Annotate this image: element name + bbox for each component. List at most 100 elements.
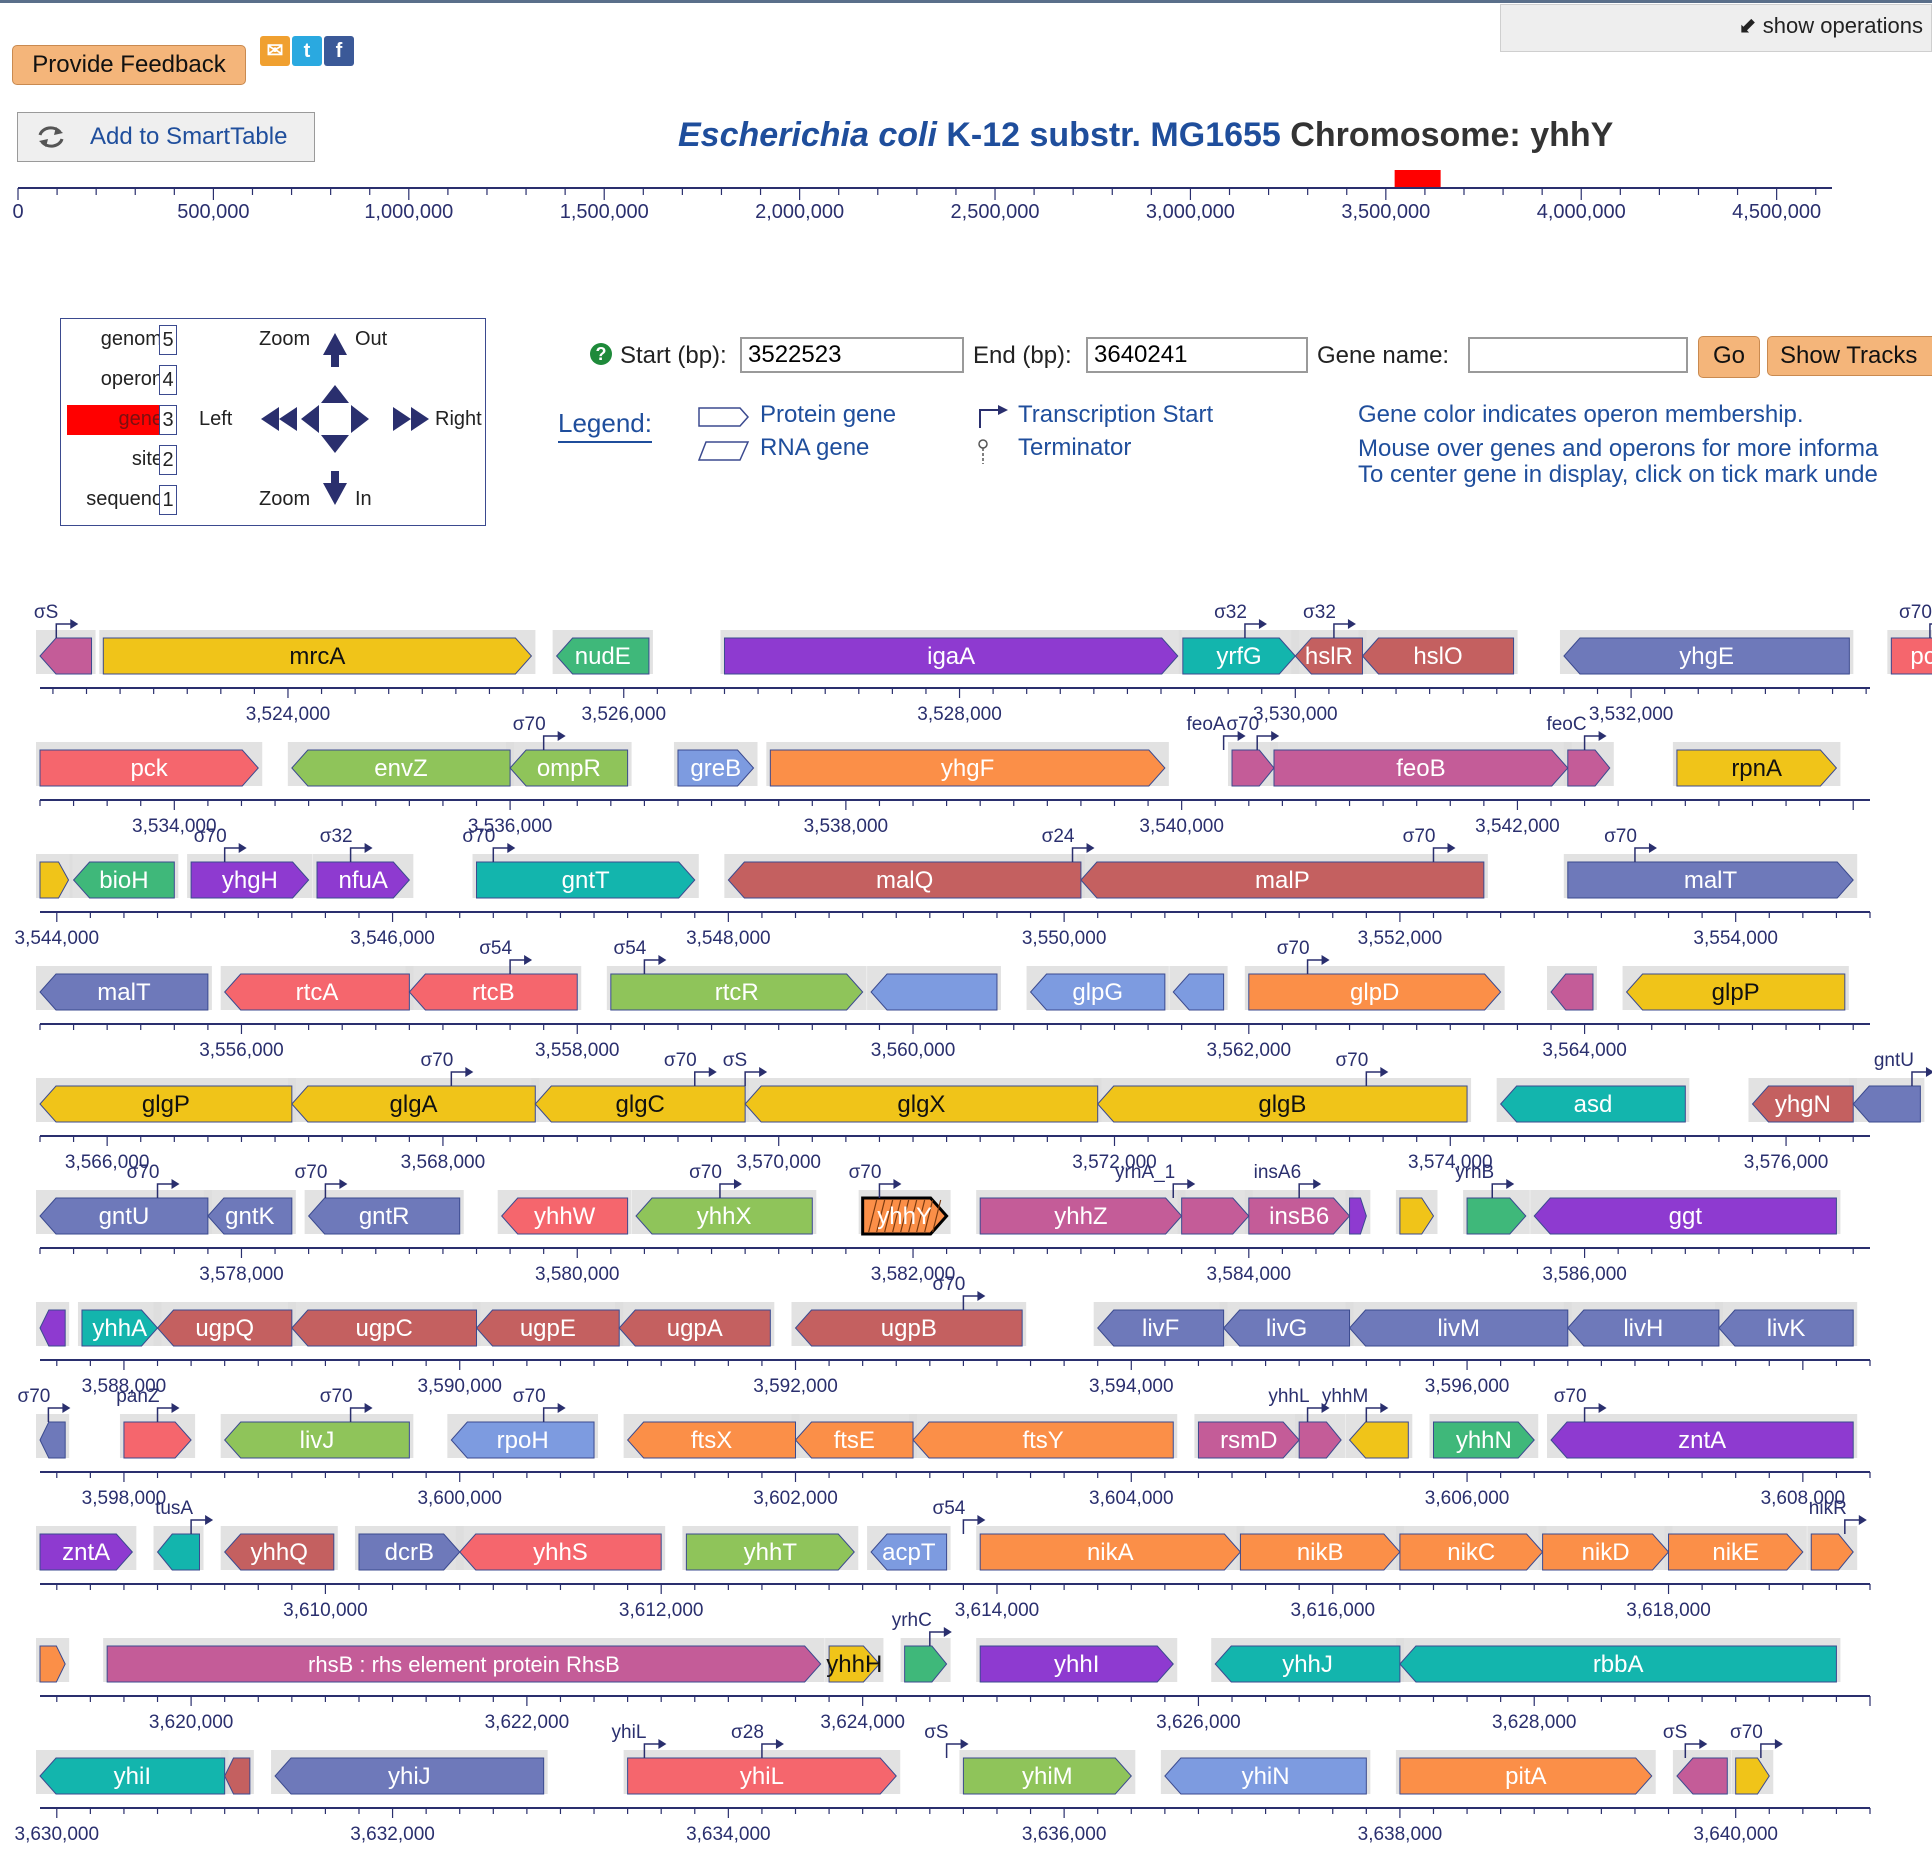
gene-nfuA[interactable]: [316, 861, 411, 899]
gene-unlabeled[interactable]: [1550, 973, 1594, 1011]
gene-malT[interactable]: [1567, 861, 1854, 899]
gene-hslR[interactable]: [1294, 637, 1363, 675]
gene-unlabeled[interactable]: [1348, 1421, 1409, 1459]
gene-bioH[interactable]: [72, 861, 175, 899]
gene-yhhJ[interactable]: [1214, 1645, 1401, 1683]
gene-malQ[interactable]: [727, 861, 1082, 899]
gene-dcrB[interactable]: [358, 1533, 461, 1571]
gene-pitA[interactable]: [1399, 1757, 1653, 1795]
gene-livF[interactable]: [1097, 1309, 1225, 1347]
gene-rbbA[interactable]: [1399, 1645, 1837, 1683]
gene-ftsE[interactable]: [794, 1421, 914, 1459]
transcription-start-site[interactable]: [542, 735, 560, 750]
gene-ugpA[interactable]: [618, 1309, 771, 1347]
gene-yhgN[interactable]: [1751, 1085, 1854, 1123]
gene-yhgE[interactable]: [1563, 637, 1850, 675]
transcription-start-site[interactable]: [643, 1743, 661, 1758]
gene-yhhA[interactable]: [81, 1309, 159, 1347]
gene-pck[interactable]: [1890, 637, 1932, 675]
transcription-start-site[interactable]: [1760, 1743, 1777, 1758]
gene-gntT[interactable]: [476, 861, 696, 899]
gene-rtcR[interactable]: [610, 973, 864, 1011]
gene-yhgF[interactable]: [769, 749, 1166, 787]
zoom-in-arrow-icon[interactable]: [323, 471, 347, 505]
twitter-share-icon[interactable]: t: [292, 36, 322, 66]
zoom-level-genome-label[interactable]: genome: [100, 328, 173, 350]
transcription-start-site[interactable]: [1583, 735, 1601, 750]
gene-feoB[interactable]: [1273, 749, 1569, 787]
gene-malP[interactable]: [1080, 861, 1485, 899]
transcription-start-site[interactable]: [1365, 1071, 1383, 1086]
transcription-start-site[interactable]: [156, 1407, 174, 1422]
gene-ugpQ[interactable]: [156, 1309, 293, 1347]
transcription-start-site[interactable]: [349, 1407, 367, 1422]
transcription-start-site[interactable]: [1491, 1183, 1509, 1198]
transcription-start-site[interactable]: [744, 1071, 762, 1086]
gene-unlabeled[interactable]: [1399, 1197, 1435, 1235]
gene-yrfG[interactable]: [1182, 637, 1296, 675]
transcription-start-site[interactable]: [929, 1631, 946, 1646]
transcription-start-site[interactable]: [1306, 959, 1324, 974]
transcription-start-site[interactable]: [1071, 847, 1089, 862]
transcription-start-site[interactable]: [1844, 1519, 1861, 1534]
gene-rhsB[interactable]: [106, 1645, 822, 1683]
gene-glpP[interactable]: [1625, 973, 1846, 1011]
transcription-start-site[interactable]: [643, 959, 661, 974]
gene-ompR[interactable]: [509, 749, 629, 787]
transcription-start-site[interactable]: [761, 1743, 778, 1758]
gene-livG[interactable]: [1222, 1309, 1351, 1347]
transcription-start-site[interactable]: [1911, 1071, 1928, 1086]
add-to-smarttable-button[interactable]: Add to SmartTable: [17, 112, 315, 162]
zoom-out-arrow-icon[interactable]: [323, 333, 347, 367]
transcription-start-site[interactable]: [1298, 1183, 1316, 1198]
gene-ftsY[interactable]: [912, 1421, 1174, 1459]
gene-insB6[interactable]: [1248, 1197, 1351, 1235]
gene-unlabeled[interactable]: [156, 1533, 200, 1571]
gene-yhhH[interactable]: [828, 1645, 881, 1683]
start-bp-input[interactable]: [740, 337, 964, 373]
transcription-start-site[interactable]: [190, 1519, 208, 1534]
transcription-start-site[interactable]: [349, 847, 367, 862]
gene-unlabeled[interactable]: [1676, 1757, 1728, 1795]
gene-name-input[interactable]: [1468, 337, 1688, 373]
gene-yhhS[interactable]: [459, 1533, 662, 1571]
transcription-start-site[interactable]: [492, 847, 510, 862]
transcription-start-site[interactable]: [962, 1519, 980, 1534]
gene-asd[interactable]: [1499, 1085, 1686, 1123]
gene-yhhX[interactable]: [635, 1197, 813, 1235]
gene-nikA[interactable]: [979, 1533, 1242, 1571]
transcription-start-site[interactable]: [1333, 623, 1350, 638]
pan-right-double-arrow-icon[interactable]: [393, 407, 429, 431]
transcription-start-site[interactable]: [47, 1407, 65, 1422]
gene-livK[interactable]: [1718, 1309, 1854, 1347]
gene-yhhQ[interactable]: [224, 1533, 335, 1571]
gene-unlabeled[interactable]: [39, 1645, 66, 1683]
gene-yhiJ[interactable]: [274, 1757, 545, 1795]
gene-zntA[interactable]: [39, 1533, 134, 1571]
transcription-start-site[interactable]: [1929, 623, 1932, 638]
gene-glgP[interactable]: [39, 1085, 293, 1123]
transcription-start-site[interactable]: [962, 1295, 980, 1310]
gene-glgA[interactable]: [291, 1085, 536, 1123]
zoom-level-sites-button[interactable]: 2: [159, 445, 177, 475]
gene-malT[interactable]: [39, 973, 209, 1011]
gene-nikC[interactable]: [1399, 1533, 1544, 1571]
transcription-start-site[interactable]: [1172, 1183, 1190, 1198]
gene-yhhZ[interactable]: [979, 1197, 1183, 1235]
gene-unlabeled[interactable]: [39, 1421, 66, 1459]
transcription-start-site[interactable]: [1256, 735, 1274, 750]
gene-mrcA[interactable]: [102, 637, 533, 675]
gene-nikB[interactable]: [1239, 1533, 1401, 1571]
show-operations-button[interactable]: ⬋ show operations: [1500, 4, 1932, 52]
gene-yhhN[interactable]: [1432, 1421, 1535, 1459]
zoom-level-genes-button[interactable]: 3: [159, 405, 177, 435]
transcription-start-site[interactable]: [1634, 847, 1651, 862]
gene-hslO[interactable]: [1361, 637, 1515, 675]
transcription-start-site[interactable]: [1222, 735, 1240, 750]
transcription-start-site[interactable]: [719, 1183, 736, 1198]
pan-small-left-arrow-icon[interactable]: [301, 405, 319, 433]
gene-rpnA[interactable]: [1676, 749, 1838, 787]
gene-ugpC[interactable]: [291, 1309, 478, 1347]
pan-down-arrow-icon[interactable]: [321, 435, 349, 453]
gene-unlabeled[interactable]: [1172, 973, 1225, 1011]
